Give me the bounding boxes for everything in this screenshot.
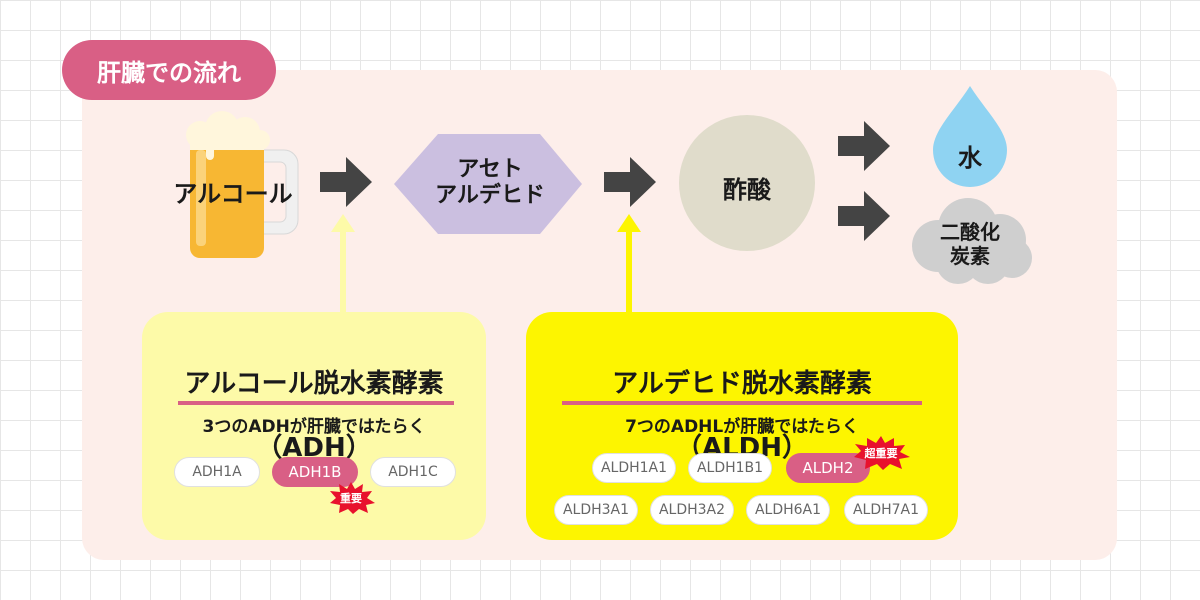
water-drop-icon [933, 86, 1007, 187]
acetaldehyde-line1: アセト [457, 157, 523, 182]
adh-title-line1: アルコール脱水素酵素 [184, 369, 444, 399]
adh-subtitle: 3つのADHが肝臓ではたらく [202, 417, 426, 437]
enzyme-pill-aldh6a1: ALDH6A1 [746, 495, 830, 525]
adh-connector-arrow [331, 214, 355, 314]
co2-line1: 二酸化 [940, 220, 1000, 244]
acetic-acid-circle [679, 115, 815, 251]
aldh-title-line1: アルデヒド脱水素酵素 [612, 369, 872, 399]
arrow-acetic-to-water [838, 121, 890, 171]
enzyme-pill-adh1c: ADH1C [370, 457, 456, 487]
starburst-icon [330, 482, 375, 514]
acetaldehyde-hexagon [394, 134, 582, 234]
enzyme-pill-aldh3a2: ALDH3A2 [650, 495, 734, 525]
co2-line2: 炭素 [950, 244, 990, 268]
super-important-badge-text: 超重要 [864, 447, 898, 460]
cloud-icon [912, 198, 1032, 284]
acetic-acid-label: 酢酸 [723, 176, 771, 204]
aldh-connector-arrow [617, 214, 641, 314]
beer-mug-icon [186, 111, 299, 258]
adh-divider [178, 401, 454, 405]
arrow-alcohol-to-aldehyde [320, 157, 372, 207]
important-badge-text: 重要 [340, 492, 362, 505]
aldh-divider [562, 401, 922, 405]
acetaldehyde-label: アセト アルデヒド [400, 157, 580, 209]
important-badge: 重要 [327, 482, 375, 514]
enzyme-pill-aldh7a1: ALDH7A1 [844, 495, 928, 525]
starburst-icon [854, 436, 910, 470]
page-title: 肝臓での流れ [62, 40, 276, 100]
water-label: 水 [958, 144, 982, 172]
super-important-badge: 超重要 [852, 436, 910, 470]
aldh-box: アルデヒド脱水素酵素 （ALDH） 7つのADHLが肝臓ではたらく ALDH1A… [526, 312, 958, 540]
enzyme-pill-aldh1a1: ALDH1A1 [592, 453, 676, 483]
adh-box: アルコール脱水素酵素 （ADH） 3つのADHが肝臓ではたらく ADH1A AD… [142, 312, 486, 540]
adh-title: アルコール脱水素酵素 （ADH） [142, 336, 486, 496]
co2-label: 二酸化 炭素 [925, 220, 1015, 268]
enzyme-pill-aldh2: ALDH2 [786, 453, 870, 483]
enzyme-pill-aldh1b1: ALDH1B1 [688, 453, 772, 483]
arrow-acetic-to-co2 [838, 191, 890, 241]
enzyme-pill-adh1b: ADH1B [272, 457, 358, 487]
arrow-aldehyde-to-acetic [604, 157, 656, 207]
alcohol-label: アルコール [173, 180, 293, 208]
aldh-subtitle: 7つのADHLが肝臓ではたらく [625, 417, 859, 437]
enzyme-pill-aldh3a1: ALDH3A1 [554, 495, 638, 525]
acetaldehyde-line2: アルデヒド [435, 183, 545, 208]
enzyme-pill-adh1a: ADH1A [174, 457, 260, 487]
